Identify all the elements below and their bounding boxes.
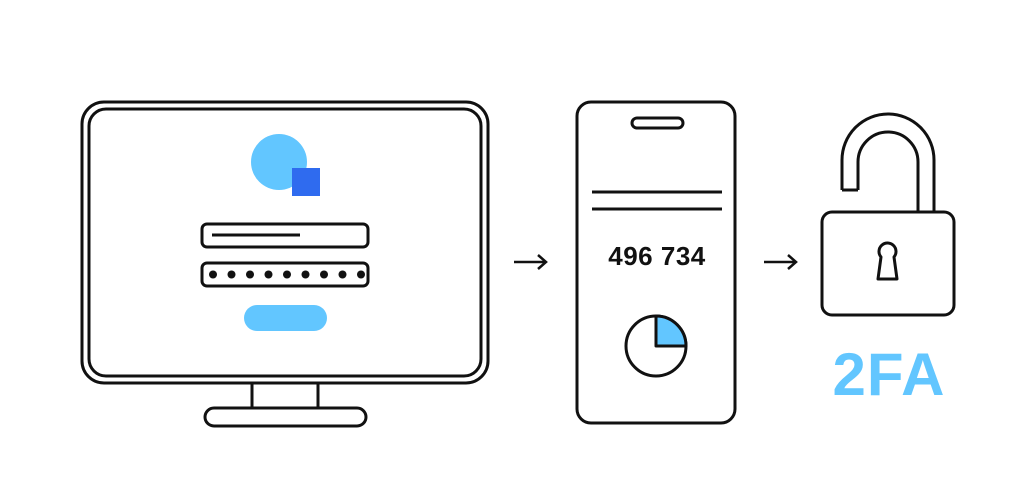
monitor-stand-base	[203, 406, 368, 428]
password-dot	[264, 270, 273, 279]
username-field[interactable]	[200, 222, 370, 249]
unlocked-padlock-icon	[820, 112, 956, 317]
password-dot	[338, 270, 347, 279]
password-mask-dots	[209, 270, 365, 279]
padlock-shackle-inner	[856, 130, 920, 212]
password-dot	[283, 270, 291, 279]
monitor-screen	[87, 107, 483, 378]
user-avatar-icon	[251, 134, 320, 196]
password-dot	[301, 270, 310, 279]
phone-body	[575, 100, 737, 425]
monitor-icon	[80, 100, 490, 428]
verification-code: 496 734	[608, 241, 706, 271]
two-factor-label: 2FA	[832, 341, 945, 408]
password-field-box[interactable]	[200, 261, 370, 288]
padlock-body	[820, 210, 956, 317]
avatar-square	[292, 168, 320, 196]
password-dot	[246, 270, 254, 279]
timer-icon	[624, 314, 688, 378]
username-field-box[interactable]	[200, 222, 370, 249]
password-field[interactable]	[200, 261, 370, 288]
timer-elapsed-wedge	[654, 314, 688, 348]
monitor-outer-frame	[80, 100, 490, 385]
arrow-right-icon	[764, 254, 798, 270]
password-dot	[227, 270, 236, 279]
password-dot	[320, 270, 328, 279]
password-dot	[357, 270, 365, 279]
phone-speaker	[630, 116, 685, 130]
padlock-shackle-outer	[840, 112, 936, 212]
phone-icon: 496 734	[575, 100, 737, 425]
login-button[interactable]	[244, 305, 327, 331]
keyhole-icon	[876, 241, 899, 281]
arrow-right-icon	[514, 254, 548, 270]
password-dot	[209, 270, 217, 279]
monitor-stand-neck	[250, 383, 320, 408]
